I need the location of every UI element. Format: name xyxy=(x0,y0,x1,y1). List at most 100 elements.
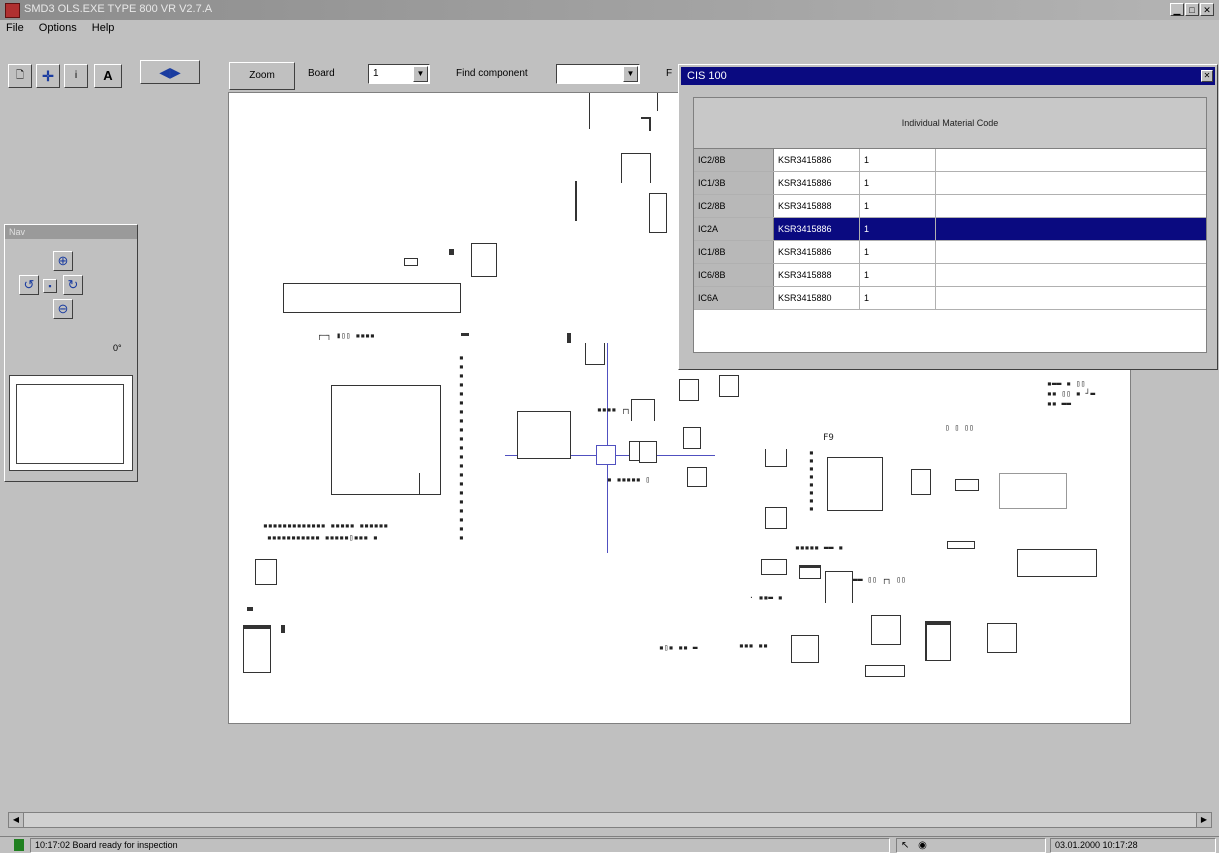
component-outline xyxy=(765,449,787,467)
row-extra xyxy=(936,149,1206,171)
crosshair-icon[interactable]: ✛ xyxy=(36,64,60,88)
chevron-down-icon[interactable]: ▼ xyxy=(623,66,638,82)
close-button[interactable]: ✕ xyxy=(1200,3,1214,16)
cursor-icon: ↖ xyxy=(901,840,910,851)
zoom-in-icon[interactable]: ⊕ xyxy=(53,251,73,271)
scroll-left-icon[interactable]: ◀ xyxy=(9,813,24,827)
horizontal-scrollbar[interactable]: ◀ ▶ xyxy=(8,812,1212,828)
connector-outline xyxy=(283,283,461,313)
pin-cluster: ▪▬▬ ▪ ▯▯ ▪▪ ▯▯ ▪ ┘▬ ▪▪ ▬▬ xyxy=(1047,379,1096,408)
maximize-button[interactable]: □ xyxy=(1185,3,1199,16)
row-code: KSR3415886 xyxy=(774,172,860,194)
pin-row: ▬▬ ▯▯ ┌┐ ▯▯ xyxy=(853,575,906,584)
overview-map[interactable] xyxy=(9,375,133,471)
component-pad xyxy=(649,117,651,131)
component-outline xyxy=(585,343,605,365)
component-outline xyxy=(761,559,787,575)
row-extra xyxy=(936,264,1206,286)
component-outline xyxy=(1017,549,1097,577)
close-icon[interactable]: ✕ xyxy=(1201,70,1213,82)
row-code: KSR3415886 xyxy=(774,241,860,263)
component-outline xyxy=(825,571,853,603)
rotate-left-icon[interactable]: ↺ xyxy=(19,275,39,295)
window-title: SMD3 OLS.EXE TYPE 800 VR V2.7.A xyxy=(24,3,213,15)
chevron-down-icon[interactable]: ▼ xyxy=(413,66,428,82)
zoom-out-icon[interactable]: ⊖ xyxy=(53,299,73,319)
row-ref: IC2A xyxy=(694,218,774,240)
center-icon[interactable]: ▪ xyxy=(43,279,57,293)
pin-row: ▪▪▪▪▪▪▪▪▪▪▪▪▪ ▪▪▪▪▪ ▪▪▪▪▪▪ xyxy=(263,521,389,530)
menu-file[interactable]: File xyxy=(6,22,24,34)
component-outline xyxy=(471,243,497,277)
component-outline xyxy=(799,565,821,579)
zoom-button[interactable]: Zoom xyxy=(229,62,295,90)
menu-help[interactable]: Help xyxy=(91,22,115,34)
overview-viewport[interactable] xyxy=(16,384,124,464)
component-pad xyxy=(449,249,454,255)
component-outline xyxy=(791,635,819,663)
scroll-right-icon[interactable]: ▶ xyxy=(1196,813,1211,827)
board-select[interactable]: 1 ▼ xyxy=(368,64,430,84)
menu-bar: File Options Help xyxy=(0,20,1219,38)
row-code: KSR3415888 xyxy=(774,264,860,286)
row-qty: 1 xyxy=(860,149,936,171)
status-message: 10:17:02 Board ready for inspection xyxy=(30,838,890,853)
row-qty: 1 xyxy=(860,195,936,217)
title-bar[interactable]: SMD3 OLS.EXE TYPE 800 VR V2.7.A ▁ □ ✕ xyxy=(0,0,1219,20)
row-ref: IC1/8B xyxy=(694,241,774,263)
network-icon: ◉ xyxy=(918,840,927,851)
component-outline xyxy=(955,479,979,491)
new-document-icon[interactable]: 🗋 xyxy=(8,64,32,88)
pin-row: ▪▪▪ ▪▪ xyxy=(739,641,768,650)
trace xyxy=(589,93,590,129)
component-pad xyxy=(567,333,571,343)
row-code: KSR3415880 xyxy=(774,287,860,309)
trace xyxy=(419,473,420,495)
selected-component[interactable] xyxy=(596,445,616,465)
row-extra xyxy=(936,287,1206,309)
row-qty: 1 xyxy=(860,172,936,194)
find-component-select[interactable]: ▼ xyxy=(556,64,640,84)
component-info-dialog: CIS 100 ✕ Individual Material Code IC2/8… xyxy=(678,64,1218,370)
row-qty: 1 xyxy=(860,264,936,286)
rotation-angle: 0° xyxy=(113,343,122,353)
menu-options[interactable]: Options xyxy=(38,22,77,34)
component-outline xyxy=(621,153,651,183)
row-qty: 1 xyxy=(860,218,936,240)
pin-row: ▪▪▪▪▪ ▬▬ ▪ xyxy=(795,543,844,552)
row-ref: IC6/8B xyxy=(694,264,774,286)
row-ref: IC2/8B xyxy=(694,195,774,217)
board-select-value: 1 xyxy=(373,68,379,79)
component-outline xyxy=(947,541,975,549)
component-pad xyxy=(281,625,285,633)
pin-row: · ▪▪▬ ▪ xyxy=(749,593,783,602)
row-qty: 1 xyxy=(860,287,936,309)
rotate-right-icon[interactable]: ↻ xyxy=(63,275,83,295)
row-extra xyxy=(936,241,1206,263)
pin-row: ▪ ▪▪▪▪▪ ▯ xyxy=(607,475,651,484)
dialog-title[interactable]: CIS 100 xyxy=(681,67,1215,85)
minimize-button[interactable]: ▁ xyxy=(1170,3,1184,16)
component-pad xyxy=(641,117,649,119)
app-icon xyxy=(5,3,20,18)
component-outline xyxy=(243,625,271,673)
row-ref: IC1/3B xyxy=(694,172,774,194)
pin-column: ▪ ▪ ▪ ▪ ▪ ▪ ▪ ▪ ▪ ▪ ▪ ▪ ▪ ▪ ▪ ▪ ▪ ▪ ▪ ▪ … xyxy=(459,353,464,542)
label-f9: F9 xyxy=(823,433,834,443)
row-ref: IC2/8B xyxy=(694,149,774,171)
toggle-layer-icon[interactable]: ◀▶ xyxy=(140,60,200,84)
row-code: KSR3415886 xyxy=(774,218,860,240)
row-extra xyxy=(936,172,1206,194)
info-icon[interactable]: ⅰ xyxy=(64,64,88,88)
component-pad xyxy=(575,181,577,221)
component-outline xyxy=(679,379,699,401)
text-icon[interactable]: A xyxy=(94,64,122,88)
